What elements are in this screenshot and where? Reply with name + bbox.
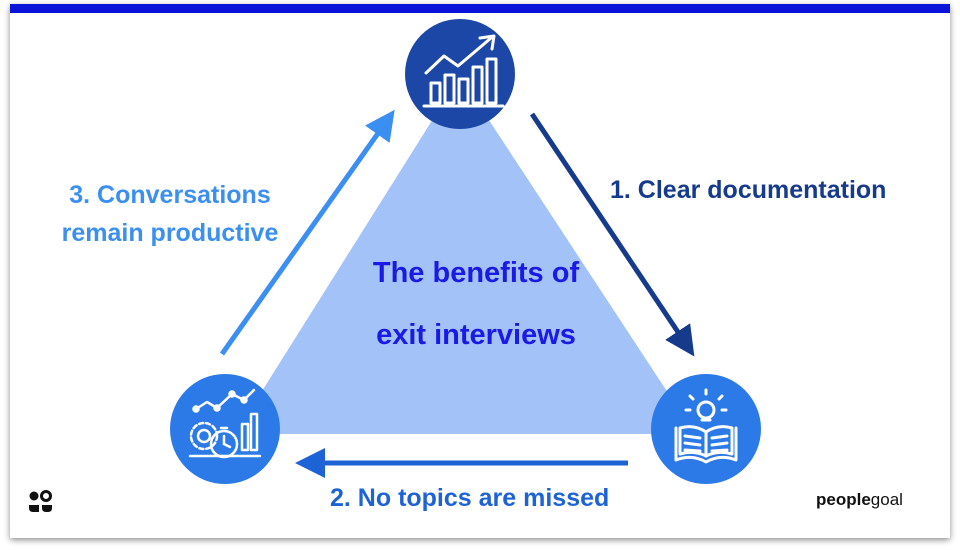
label-step2: 2. No topics are missed [330,484,610,512]
growth-chart-icon [405,19,515,129]
peoplegoal-logo-icon [29,490,52,512]
brand-bold: people [816,490,871,509]
benefits-triangle [235,76,695,434]
book-lightbulb-icon [651,374,761,484]
label-step1: 1. Clear documentation [610,176,887,204]
arrow-step3 [219,109,395,356]
center-title-line1: The benefits of [372,257,580,289]
top-accent-bar [10,4,950,13]
label-step3: 3. Conversations remain productive [50,176,290,252]
slide: The benefits of exit interviews 1. Clear… [10,4,950,538]
gears-stopwatch-chart-icon [170,374,280,484]
brand-wordmark: peoplegoal [816,490,903,510]
benefits-cycle-diagram [170,19,761,484]
brand-light: goal [870,490,903,509]
label-step3-line1: 3. Conversations [69,181,271,209]
center-title: The benefits of exit interviews [326,242,626,366]
center-title-line2: exit interviews [376,319,576,351]
label-step3-line2: remain productive [61,219,279,247]
arrow-step1 [529,112,695,357]
